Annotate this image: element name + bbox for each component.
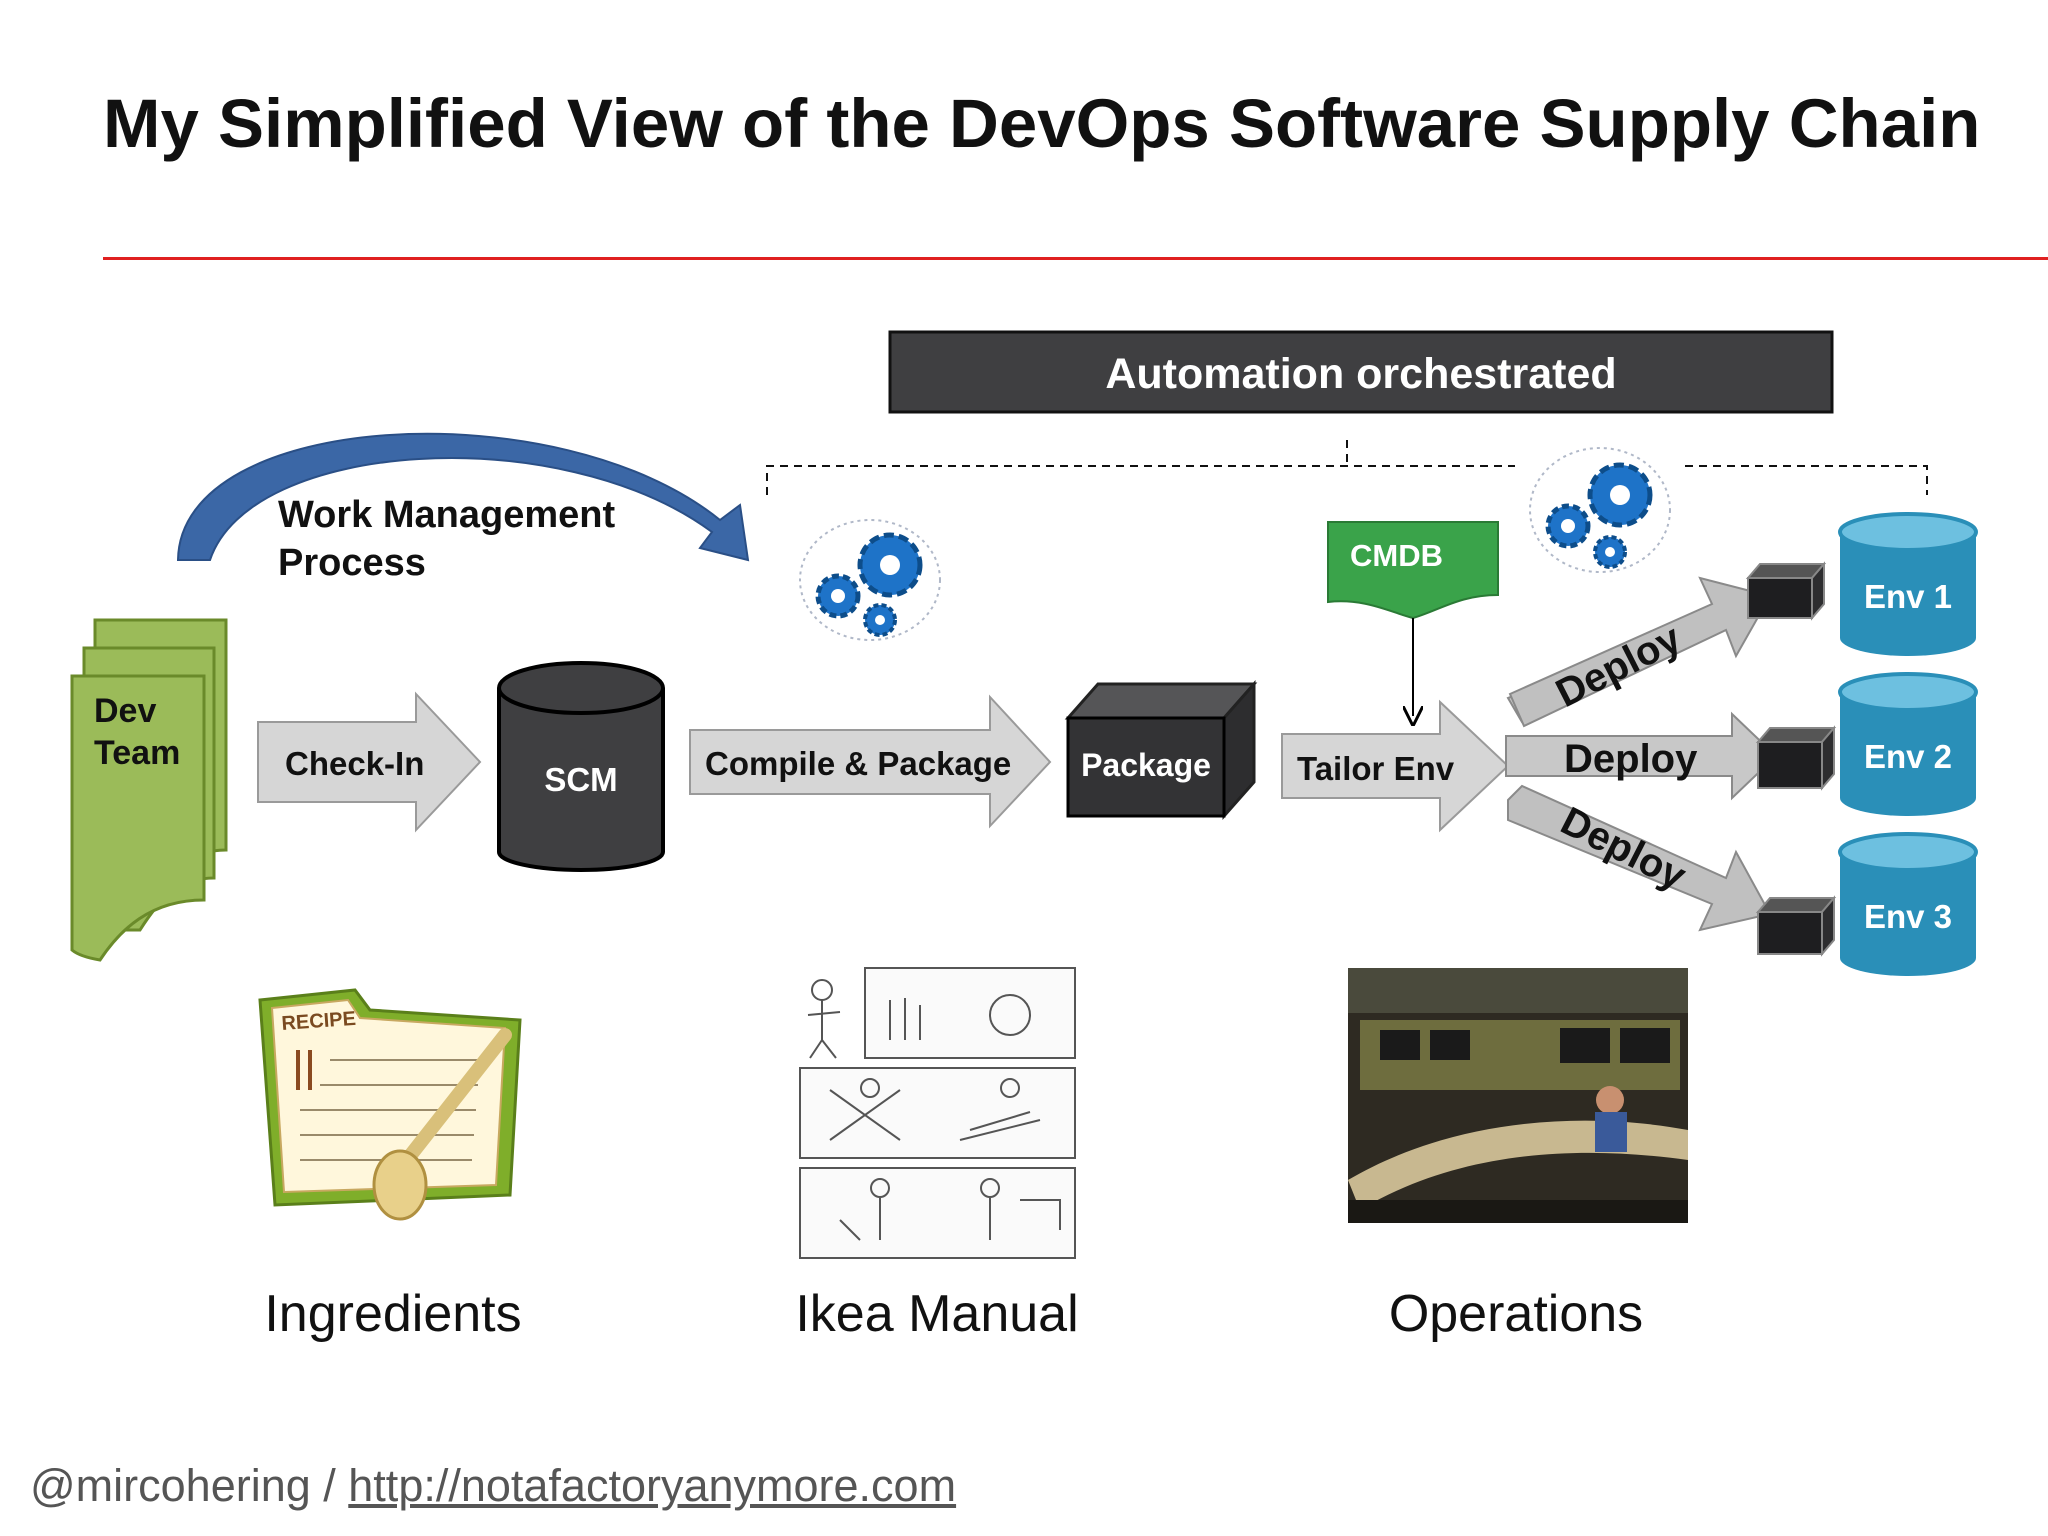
automation-bracket	[766, 440, 1928, 495]
automation-banner: Automation orchestrated	[888, 330, 1834, 414]
env-1-cylinder: Env 1	[1838, 512, 1978, 656]
package-box: Package	[1064, 680, 1258, 820]
ikea-manual-image	[799, 967, 1076, 1259]
package-label: Package	[1081, 747, 1211, 783]
automation-banner-label: Automation orchestrated	[1105, 350, 1616, 398]
work-management-line2: Process	[278, 542, 426, 584]
cmdb-label: CMDB	[1350, 538, 1443, 573]
recipe-card-label: RECIPE	[281, 1008, 357, 1035]
work-management-line1: Work Management	[278, 494, 615, 536]
dev-team-documents	[70, 618, 228, 962]
deploy-cube-3	[1755, 895, 1837, 957]
work-management-arrow	[176, 432, 750, 562]
deploy-cube-2	[1755, 725, 1837, 791]
dev-team-line2: Team	[94, 734, 180, 772]
footer: @mircohering / http://notafactoryanymore…	[30, 1460, 956, 1512]
compile-package-label: Compile & Package	[705, 745, 1011, 782]
check-in-arrow: Check-In	[257, 691, 482, 833]
env-3-cylinder: Env 3	[1838, 832, 1978, 976]
operations-photo	[1348, 968, 1688, 1223]
env-2-cylinder: Env 2	[1838, 672, 1978, 816]
caption-operations: Operations	[1388, 1285, 1644, 1343]
check-in-label: Check-In	[285, 745, 424, 782]
env-3-label: Env 3	[1864, 898, 1952, 935]
deploy-arrow-1: Deploy	[1506, 576, 1772, 728]
dev-team-line1: Dev	[94, 692, 156, 730]
caption-ingredients: Ingredients	[264, 1285, 522, 1343]
automation-gears-icon-right	[1529, 447, 1671, 573]
work-management-label: Work Management Process	[278, 494, 626, 584]
tailor-env-arrow: Tailor Env	[1281, 699, 1510, 833]
deploy-arrow-2: Deploy	[1505, 711, 1778, 801]
env-1-label: Env 1	[1864, 578, 1952, 615]
deploy-cube-1	[1745, 561, 1827, 621]
scm-repository: SCM	[497, 661, 665, 872]
recipe-card-image: RECIPE	[258, 988, 522, 1221]
caption-ikea-manual: Ikea Manual	[795, 1285, 1079, 1343]
scm-label: SCM	[544, 761, 617, 798]
cmdb-document: CMDB	[1327, 521, 1499, 716]
footer-handle: @mircohering /	[30, 1460, 349, 1511]
footer-link[interactable]: http://notafactoryanymore.com	[348, 1460, 957, 1511]
compile-package-arrow: Compile & Package	[689, 694, 1052, 829]
deploy-label-3: Deploy	[1554, 799, 1693, 899]
dev-team-label: Dev Team	[94, 692, 180, 772]
automation-gears-icon	[799, 519, 941, 641]
env-2-label: Env 2	[1864, 738, 1952, 775]
tailor-env-label: Tailor Env	[1297, 750, 1455, 787]
page-title: My Simplified View of the DevOps Softwar…	[103, 85, 1981, 162]
deploy-label-2: Deploy	[1564, 737, 1698, 781]
title-divider	[103, 257, 2048, 260]
deploy-arrow-3: Deploy	[1507, 784, 1772, 932]
deploy-label-1: Deploy	[1549, 616, 1688, 716]
